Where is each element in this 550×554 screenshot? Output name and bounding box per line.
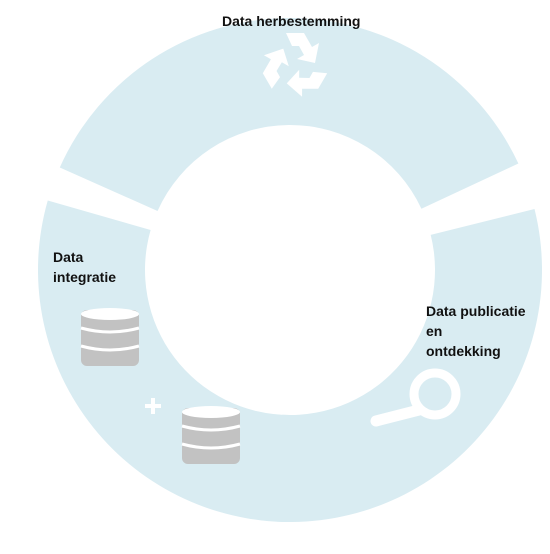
label-line: Data xyxy=(53,249,84,265)
database-body xyxy=(182,408,240,464)
recycle-icon xyxy=(262,33,328,97)
label-data-herbestemming: Data herbestemming xyxy=(222,11,360,31)
database-icon xyxy=(181,406,241,464)
label-line: ontdekking xyxy=(426,343,501,359)
label-line: Data publicatie xyxy=(426,303,526,319)
database-top xyxy=(81,308,139,320)
database-body xyxy=(81,310,139,366)
database-top xyxy=(182,406,240,418)
label-line: Data herbestemming xyxy=(222,13,361,29)
label-data-integratie: Data integratie xyxy=(53,247,116,287)
database-band xyxy=(181,442,241,450)
database-band xyxy=(80,326,140,334)
label-line: integratie xyxy=(53,269,117,285)
ring-segment-data-publicatie xyxy=(276,209,543,522)
recycle-arrow xyxy=(262,48,289,89)
magnifier-icon xyxy=(370,368,461,427)
database-band xyxy=(80,344,140,352)
label-data-publicatie: Data publicatie en ontdekking xyxy=(426,301,526,361)
ring-segment-data-herbestemming xyxy=(59,17,519,212)
database-icon xyxy=(80,308,140,366)
label-line: en xyxy=(426,323,443,339)
recycle-arrow xyxy=(286,33,319,63)
plus-icon xyxy=(145,398,161,414)
database-band xyxy=(181,424,241,432)
recycle-arrow xyxy=(286,69,328,97)
